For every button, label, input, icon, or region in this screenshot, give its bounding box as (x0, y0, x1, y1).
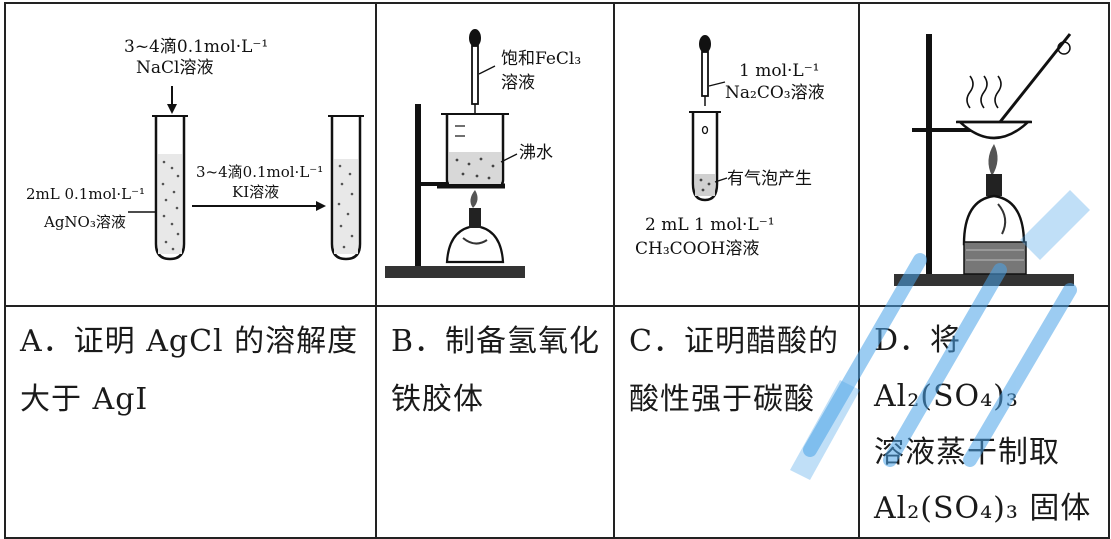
figure-b-dropper-label-2: 溶液 (501, 73, 535, 93)
figure-a-drop-solution: NaCl溶液 (136, 58, 214, 78)
figure-c-cell: 1 mol·L⁻¹ Na₂CO₃溶液 有气泡产生 2 mL 1 mol·L⁻¹ … (613, 2, 860, 307)
figure-d-diagram (894, 33, 1074, 286)
option-a[interactable]: A．证明 AgCl 的溶解度 大于 AgI (6, 307, 375, 429)
figure-a-drop-label: 3~4滴0.1mol·L⁻¹ (124, 37, 269, 57)
figure-c-diagram (689, 35, 728, 202)
figure-c-tube-conc: 2 mL 1 mol·L⁻¹ (645, 215, 775, 235)
option-b-line-2: 铁胶体 (391, 382, 484, 417)
figure-b-dropper-label-1: 饱和FeCl₃ (501, 49, 582, 69)
figure-a-arrow-conc: 3~4滴0.1mol·L⁻¹ (196, 163, 324, 181)
figure-b-beaker-label: 沸水 (519, 143, 553, 163)
figure-d-cell (858, 2, 1110, 307)
figure-c-tube-solution: CH₃COOH溶液 (635, 239, 760, 259)
figure-b-cell: 饱和FeCl₃ 溶液 沸水 (375, 2, 615, 307)
figure-c-dropper-solution: Na₂CO₃溶液 (725, 83, 825, 103)
option-a-line-2: 大于 AgI (20, 382, 149, 417)
option-b-cell: B．制备氢氧化 铁胶体 (375, 305, 615, 539)
option-a-line-1: A．证明 AgCl 的溶解度 (20, 324, 359, 359)
figure-c-dropper-conc: 1 mol·L⁻¹ (739, 61, 820, 81)
figure-a-tube-solution: AgNO₃溶液 (44, 213, 126, 231)
options-table: 3~4滴0.1mol·L⁻¹ NaCl溶液 2mL 0.1mol·L⁻¹ AgN… (4, 2, 1110, 539)
figure-a-cell: 3~4滴0.1mol·L⁻¹ NaCl溶液 2mL 0.1mol·L⁻¹ AgN… (4, 2, 377, 307)
figure-b-diagram (385, 29, 525, 278)
option-d[interactable]: D．将 Al₂(SO₄)₃ 溶液蒸干制取 Al₂(SO₄)₃ 固体 (860, 307, 1108, 537)
option-a-cell: A．证明 AgCl 的溶解度 大于 AgI (4, 305, 377, 539)
figure-a-tube-conc: 2mL 0.1mol·L⁻¹ (26, 185, 146, 203)
option-d-line-2: 溶液蒸干制取 (874, 435, 1060, 470)
option-c-line-2: 酸性强于碳酸 (629, 382, 815, 417)
question-figure: 3~4滴0.1mol·L⁻¹ NaCl溶液 2mL 0.1mol·L⁻¹ AgN… (4, 2, 1110, 539)
option-c[interactable]: C．证明醋酸的 酸性强于碳酸 (615, 307, 858, 429)
option-d-line-3: Al₂(SO₄)₃ 固体 (874, 491, 1092, 526)
option-b[interactable]: B．制备氢氧化 铁胶体 (377, 307, 613, 429)
option-d-cell: D．将 Al₂(SO₄)₃ 溶液蒸干制取 Al₂(SO₄)₃ 固体 (858, 305, 1110, 539)
option-b-line-1: B．制备氢氧化 (391, 324, 601, 359)
figure-a-arrow-solution: KI溶液 (232, 183, 280, 201)
option-d-line-1: D．将 Al₂(SO₄)₃ (874, 323, 1019, 414)
figure-a-diagram (128, 86, 364, 261)
option-c-line-1: C．证明醋酸的 (629, 324, 839, 359)
option-c-cell: C．证明醋酸的 酸性强于碳酸 (613, 305, 860, 539)
figure-c-bubble-label: 有气泡产生 (727, 169, 812, 189)
